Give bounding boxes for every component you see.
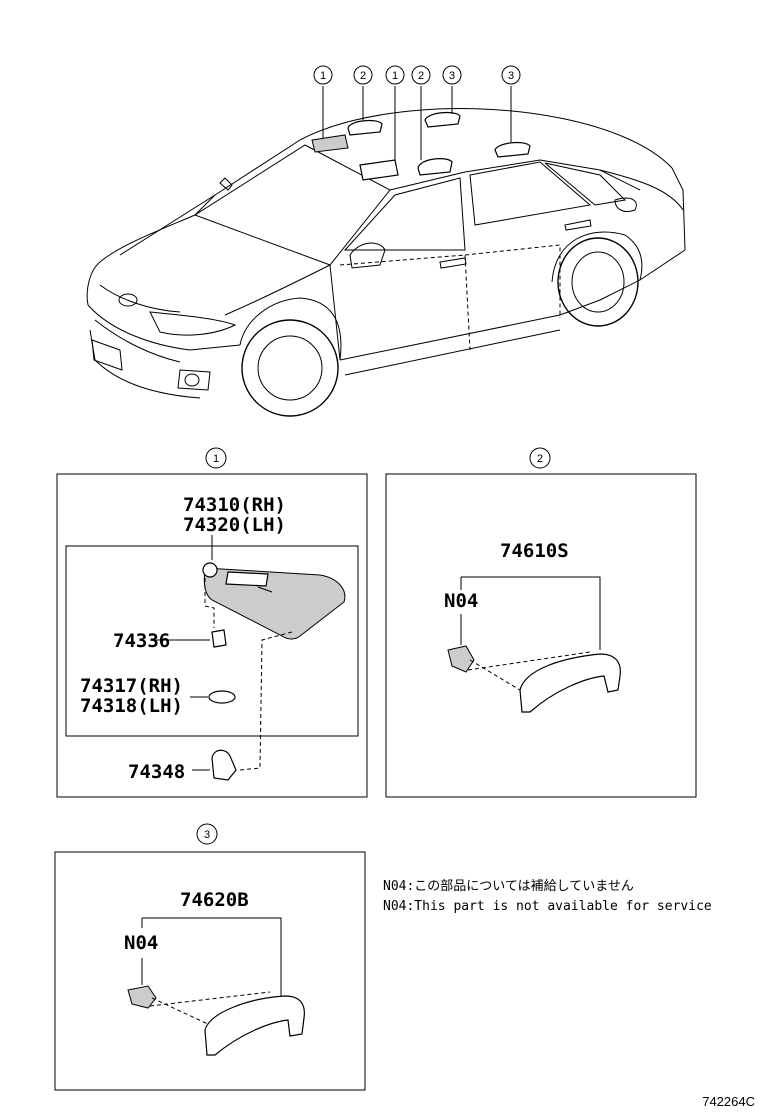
panel3-callout: 3 [204,829,210,841]
notes: N04:この部品については補給していません N04:This part is n… [383,879,712,914]
part-number-visor-lh: 74320(LH) [183,514,286,536]
note-code-panel3: N04 [124,932,158,954]
clip-shape [211,749,237,781]
note-code-panel2: N04 [444,590,478,612]
part-number-mirror-rh: 74317(RH) [80,675,183,697]
vehicle-callout-3b: 3 [508,70,514,82]
panel2-callout: 2 [537,453,543,465]
part-number-visor-rh: 74310(RH) [183,494,286,516]
grip-clip-shape [447,645,475,673]
part-number-grip-rear: 74620B [180,889,249,911]
vehicle-callout-3a: 3 [449,70,455,82]
part-number-clip: 74348 [128,761,185,783]
grip-handle-shape-rear [204,995,305,1056]
sun-visor-shape [203,567,346,640]
panel-sun-visor: 1 74310(RH) 74320(LH) 74336 74317(RH) 74… [56,447,368,798]
vehicle-callout-1b: 1 [392,70,398,82]
vehicle-callout-2a: 2 [360,70,366,82]
vehicle-callout-2b: 2 [418,70,424,82]
note-english: N04:This part is not available for servi… [383,899,712,914]
vehicle-illustration [86,86,686,417]
panel-assist-grip-front: 2 74610S N04 [385,447,697,798]
note-japanese: N04:この部品については補給していません [383,879,634,894]
panel-assist-grip-rear: 3 74620B N04 [54,823,366,1091]
mirror-shape [208,690,236,704]
vehicle-callouts: 1 2 1 2 3 3 [313,65,521,85]
part-number-grip-front: 74610S [500,540,569,562]
holder-shape [211,629,227,648]
grip-clip-shape-rear [127,985,157,1009]
part-number-holder: 74336 [113,630,170,652]
illustration-reference-number: 742264C [702,1094,755,1109]
part-number-mirror-lh: 74318(LH) [80,695,183,717]
grip-handle-shape [519,653,621,713]
panel1-callout: 1 [213,453,219,465]
vehicle-callout-1a: 1 [320,70,326,82]
